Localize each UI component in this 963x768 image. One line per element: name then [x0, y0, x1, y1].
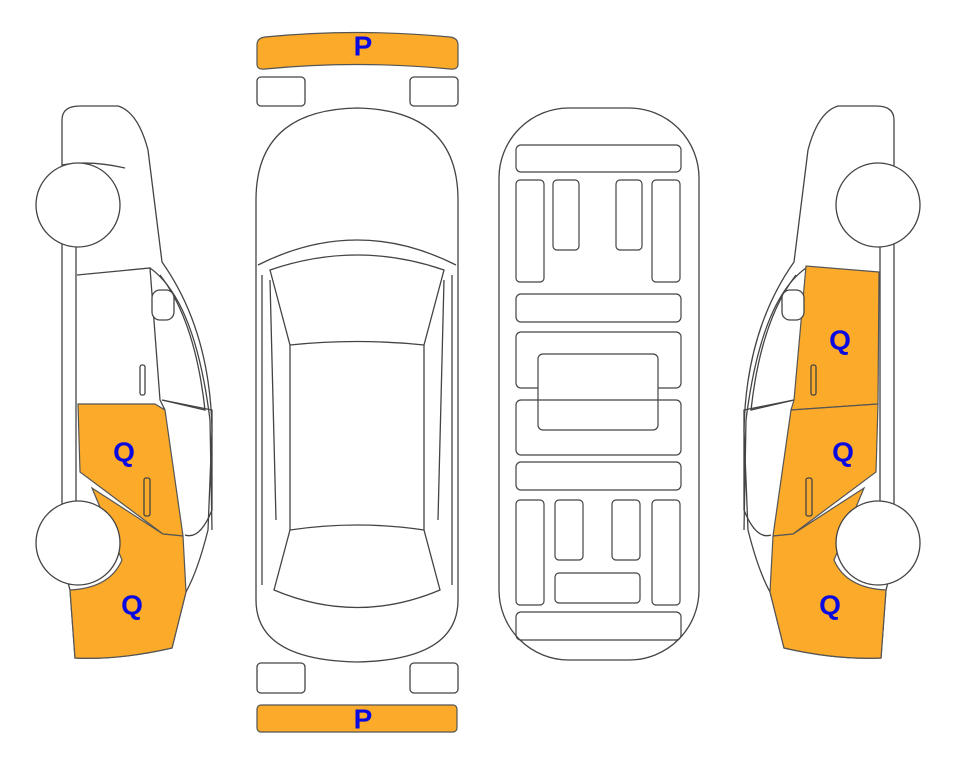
right-front-door-label: Q [829, 325, 851, 356]
door-lines [269, 279, 445, 521]
right-mirror [781, 289, 805, 321]
left-rear-window [161, 399, 213, 537]
right-rear-wheel [835, 500, 921, 586]
front-right-light [409, 76, 459, 107]
left-rear-wheel [35, 500, 121, 586]
left-front-wheel [35, 162, 121, 248]
top-view: P P [255, 31, 459, 735]
right-front-door-damage [790, 265, 880, 411]
rear-left-light [256, 662, 306, 694]
rear-bumper-label: P [354, 704, 373, 735]
left-rear-door-label: Q [113, 437, 135, 468]
front-bumper-damage [256, 31, 459, 70]
right-rear-door-label: Q [832, 437, 854, 468]
front-bumper-label: P [354, 31, 373, 62]
left-front-handle [139, 364, 146, 396]
roof-sides [289, 345, 425, 530]
left-rear-fender-label: Q [121, 590, 143, 621]
rear-window [273, 524, 441, 609]
left-mirror [151, 289, 175, 321]
left-rear-fender-damage [69, 486, 187, 659]
top-body-outline [255, 107, 459, 663]
left-window [159, 274, 206, 411]
left-rear-handle [143, 477, 151, 517]
left-side-view: Q Q [35, 105, 213, 659]
right-rear-fender-damage [769, 486, 887, 659]
rear-right-light [409, 662, 459, 694]
windshield [269, 254, 445, 346]
hood-line [257, 239, 457, 266]
right-rear-fender-label: Q [819, 590, 841, 621]
left-window-line [149, 267, 213, 531]
underbody-view [498, 107, 700, 661]
side-lines [261, 275, 453, 585]
left-front-door [76, 267, 166, 411]
front-left-light [256, 76, 306, 107]
rear-bumper-damage [256, 704, 458, 733]
right-side-view: Q Q Q [743, 105, 921, 659]
right-front-wheel [835, 162, 921, 248]
